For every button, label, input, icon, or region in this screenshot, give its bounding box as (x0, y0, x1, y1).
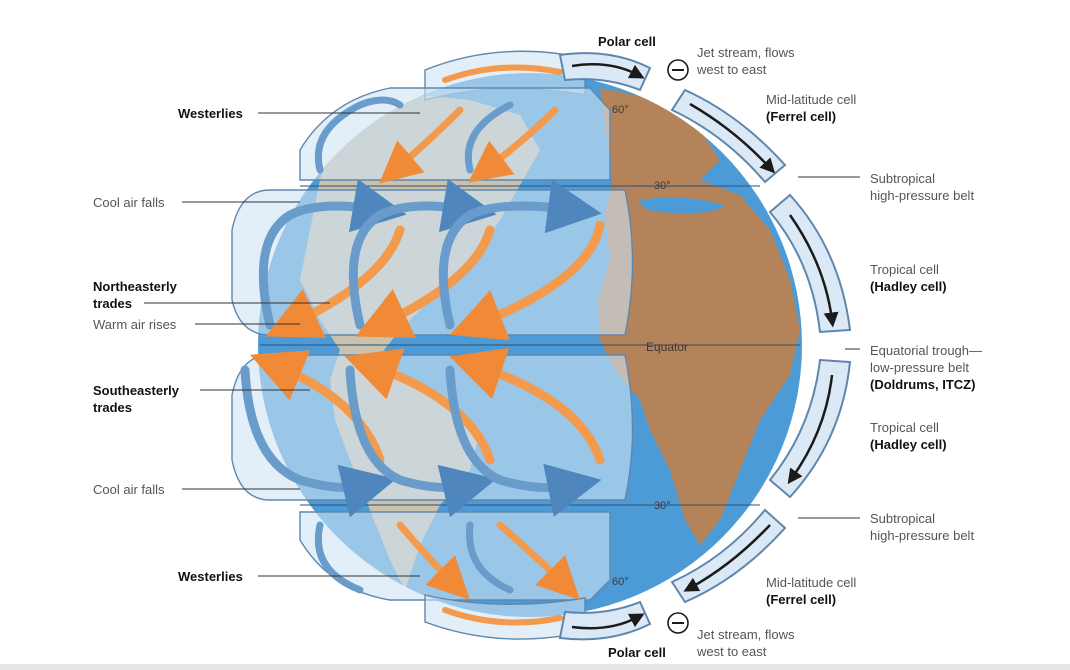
subtropical-high-label-bottom: Subtropical high-pressure belt (870, 511, 975, 543)
jet-stream-markers (667, 59, 689, 634)
equator-label: Equator (646, 340, 689, 354)
subtropical-high-label-top: Subtropical high-pressure belt (870, 171, 975, 203)
wind-arrows (240, 64, 605, 626)
wind-arrow-icon (449, 220, 605, 341)
ferrel-cell-label-bottom: Mid-latitude cell (Ferrel cell) (766, 575, 857, 607)
latitude-label-60s: 60° (612, 576, 629, 588)
ferrel-cell-band-north (299, 87, 611, 181)
latitude-label-30n: 30° (654, 180, 671, 192)
wind-arrow-icon (466, 521, 514, 594)
latitude-label-60n: 60° (612, 104, 629, 116)
wind-arrow-icon (468, 106, 559, 183)
mediterranean-sea (640, 197, 725, 214)
bottom-scroll-edge (0, 664, 1070, 670)
jet-stream-label-bottom: Jet stream, flows west to east (697, 627, 795, 659)
wind-arrow-icon (314, 96, 404, 174)
ferrel-cell-ring-north (670, 88, 787, 184)
hadley-cell-ring-south (768, 358, 852, 499)
wind-arrow-icon (379, 106, 464, 184)
wind-arrow-icon (258, 178, 407, 330)
wind-arrow-icon (445, 365, 602, 517)
cool-air-falls-label-bottom: Cool air falls (93, 482, 165, 497)
wind-arrow-icon (240, 365, 397, 518)
wind-arrow-icon (496, 521, 580, 600)
polar-cell-label-bottom: Polar cell (608, 645, 666, 660)
hadley-cell-label-top: Tropical cell (Hadley cell) (870, 262, 947, 294)
jet-stream-label-top: Jet stream, flows west to east (697, 45, 795, 77)
hadley-cell-label-bottom: Tropical cell (Hadley cell) (870, 420, 947, 452)
cool-air-falls-label-top: Cool air falls (93, 195, 165, 210)
cell-circulation-arrow-icon (689, 102, 776, 174)
wind-arrow-icon (355, 225, 495, 338)
hadley-cell-ring-north (768, 193, 852, 334)
polar-cell-label-top: Polar cell (598, 34, 656, 49)
wind-arrow-icon (396, 521, 470, 600)
cell-rings (558, 52, 852, 641)
ferrel-cell-label-top: Mid-latitude cell (Ferrel cell) (766, 92, 857, 124)
cell-circulation-arrow-icon (787, 374, 834, 485)
polar-cell-ring-south (558, 600, 652, 641)
cell-circulation-arrow-icon (571, 63, 645, 79)
westerlies-label-top: Westerlies (178, 106, 243, 121)
cell-circulation-arrow-icon (571, 613, 645, 630)
latitude-label-30s: 30° (654, 500, 671, 512)
wind-arrow-icon (442, 64, 563, 83)
wind-arrow-icon (442, 607, 563, 626)
wind-arrow-icon (438, 179, 602, 330)
itcz-label: Equatorial trough— low-pressure belt (Do… (870, 343, 983, 392)
cell-circulation-arrow-icon (683, 524, 771, 592)
wind-arrow-icon (250, 350, 385, 465)
wind-arrow-icon (314, 521, 364, 594)
wind-arrow-icon (265, 225, 405, 338)
warm-air-rises-label: Warm air rises (93, 317, 177, 332)
polar-cell-ring-north (558, 52, 652, 92)
southeasterly-trades-label: Southeasterly trades (93, 383, 179, 415)
wind-arrow-icon (348, 178, 497, 330)
leader-lines (144, 112, 860, 577)
wind-arrow-icon (345, 365, 497, 518)
cell-circulation-arrow-icon (788, 214, 839, 328)
ferrel-cell-ring-south (670, 508, 787, 604)
westerlies-label-bottom: Westerlies (178, 569, 243, 584)
northeasterly-trades-label: Northeasterly trades (93, 279, 177, 311)
wind-arrow-icon (449, 347, 605, 465)
